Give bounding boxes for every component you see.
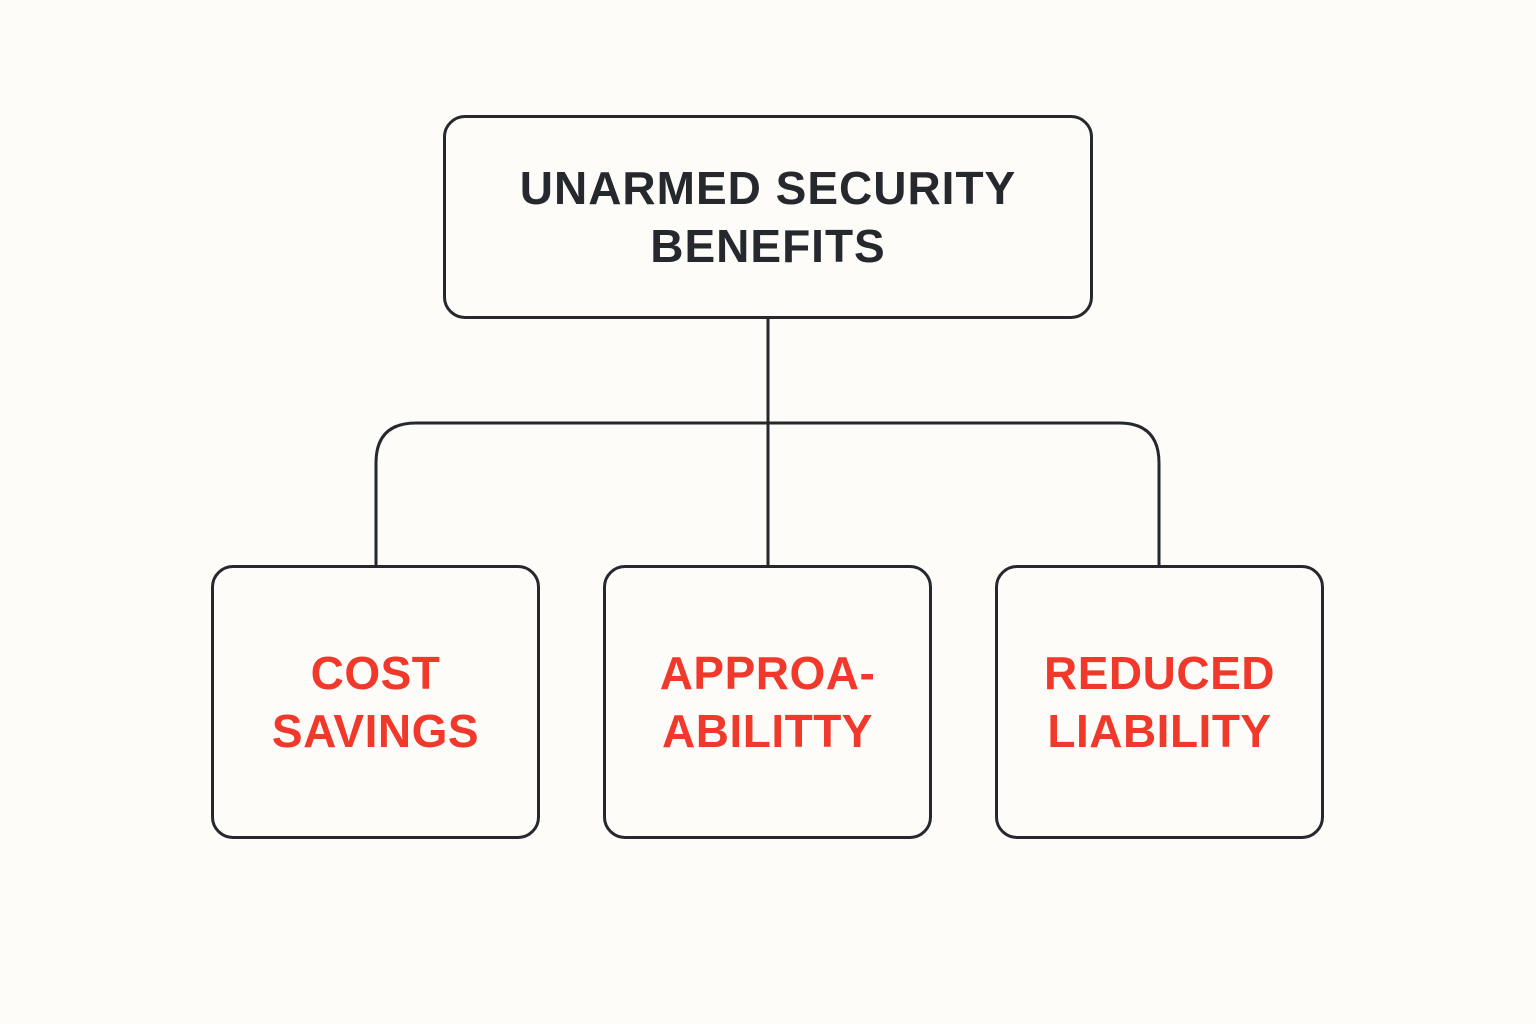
child-node-approachability: APPROA- ABILITTY xyxy=(603,565,932,839)
child-label-line-2: LIABILITY xyxy=(1047,705,1272,757)
root-title-line-2: BENEFITS xyxy=(650,220,886,272)
child-label-line-1: APPROA- xyxy=(659,647,876,699)
child-node-cost-savings: COST SAVINGS xyxy=(211,565,540,839)
root-node: UNARMED SECURITY BENEFITS xyxy=(443,115,1093,319)
root-title-line-1: UNARMED SECURITY xyxy=(519,162,1017,214)
child-node-reduced-liability: REDUCED LIABILITY xyxy=(995,565,1324,839)
child-label-line-2: ABILITTY xyxy=(662,705,873,757)
child-label-line-1: COST xyxy=(310,647,441,699)
child-label-line-2: SAVINGS xyxy=(271,705,480,757)
child-label-line-1: REDUCED xyxy=(1044,647,1275,699)
